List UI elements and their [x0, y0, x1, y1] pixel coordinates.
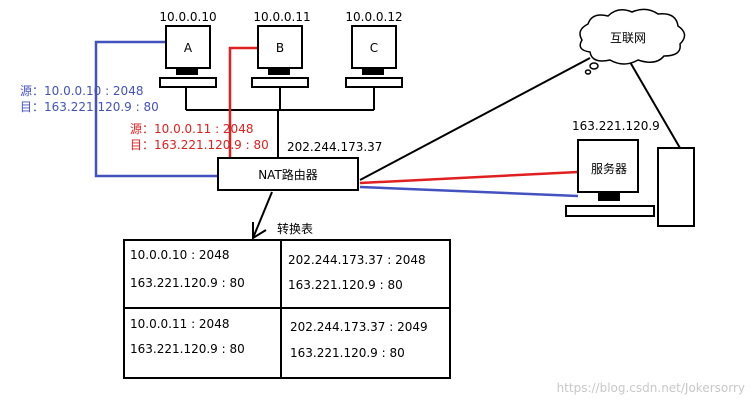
row2-outside-src: 202.244.173.37 : 2049 [290, 320, 428, 334]
row2-outside-dst: 163.221.120.9 : 80 [290, 346, 405, 360]
host-a-label: A [184, 41, 193, 55]
host-c-label: C [370, 41, 378, 55]
red-dst-label: 目：163.221.120.9 : 80 [130, 138, 269, 152]
blue-link-to-server [359, 185, 579, 198]
host-b-label: B [276, 41, 284, 55]
lan-bus [185, 88, 375, 158]
server-label: 服务器 [591, 161, 627, 176]
translation-table [123, 239, 451, 379]
row2-inside-dst: 163.221.120.9 : 80 [130, 342, 245, 356]
server-ip: 163.221.120.9 [572, 119, 660, 133]
red-path-b [228, 46, 258, 158]
host-a-ip: 10.0.0.10 [159, 10, 216, 24]
host-b [251, 25, 309, 88]
row1-inside-dst: 163.221.120.9 : 80 [130, 276, 245, 290]
table-title: 转换表 [277, 221, 313, 236]
host-c [345, 25, 403, 88]
host-c-ip: 10.0.0.12 [345, 10, 402, 24]
internet-label: 互联网 [610, 31, 646, 45]
host-a [159, 25, 217, 88]
red-link-to-server [359, 170, 579, 185]
red-src-label: 源：10.0.0.11 : 2048 [130, 122, 253, 136]
row1-inside-src: 10.0.0.10 : 2048 [130, 248, 229, 262]
row1-outside-dst: 163.221.120.9 : 80 [288, 278, 403, 292]
server-tower [657, 147, 695, 227]
nat-router-box [217, 157, 359, 191]
internet-server-link [629, 61, 681, 149]
row2-inside-src: 10.0.0.11 : 2048 [130, 317, 229, 331]
blue-src-label: 源：10.0.0.10 : 2048 [20, 84, 143, 98]
server [565, 139, 695, 227]
watermark: https://blog.csdn.net/Jokersorry [557, 381, 745, 395]
blue-path-a [94, 40, 218, 178]
router-internet-link [359, 57, 591, 181]
internet-cloud [579, 8, 686, 75]
router-label: NAT路由器 [258, 167, 318, 182]
host-b-ip: 10.0.0.11 [253, 10, 310, 24]
arrow-to-table [252, 191, 273, 240]
router-public-ip: 202.244.173.37 [287, 140, 382, 154]
blue-dst-label: 目：163.221.120.9 : 80 [20, 100, 159, 114]
row1-outside-src: 202.244.173.37 : 2048 [288, 253, 426, 267]
